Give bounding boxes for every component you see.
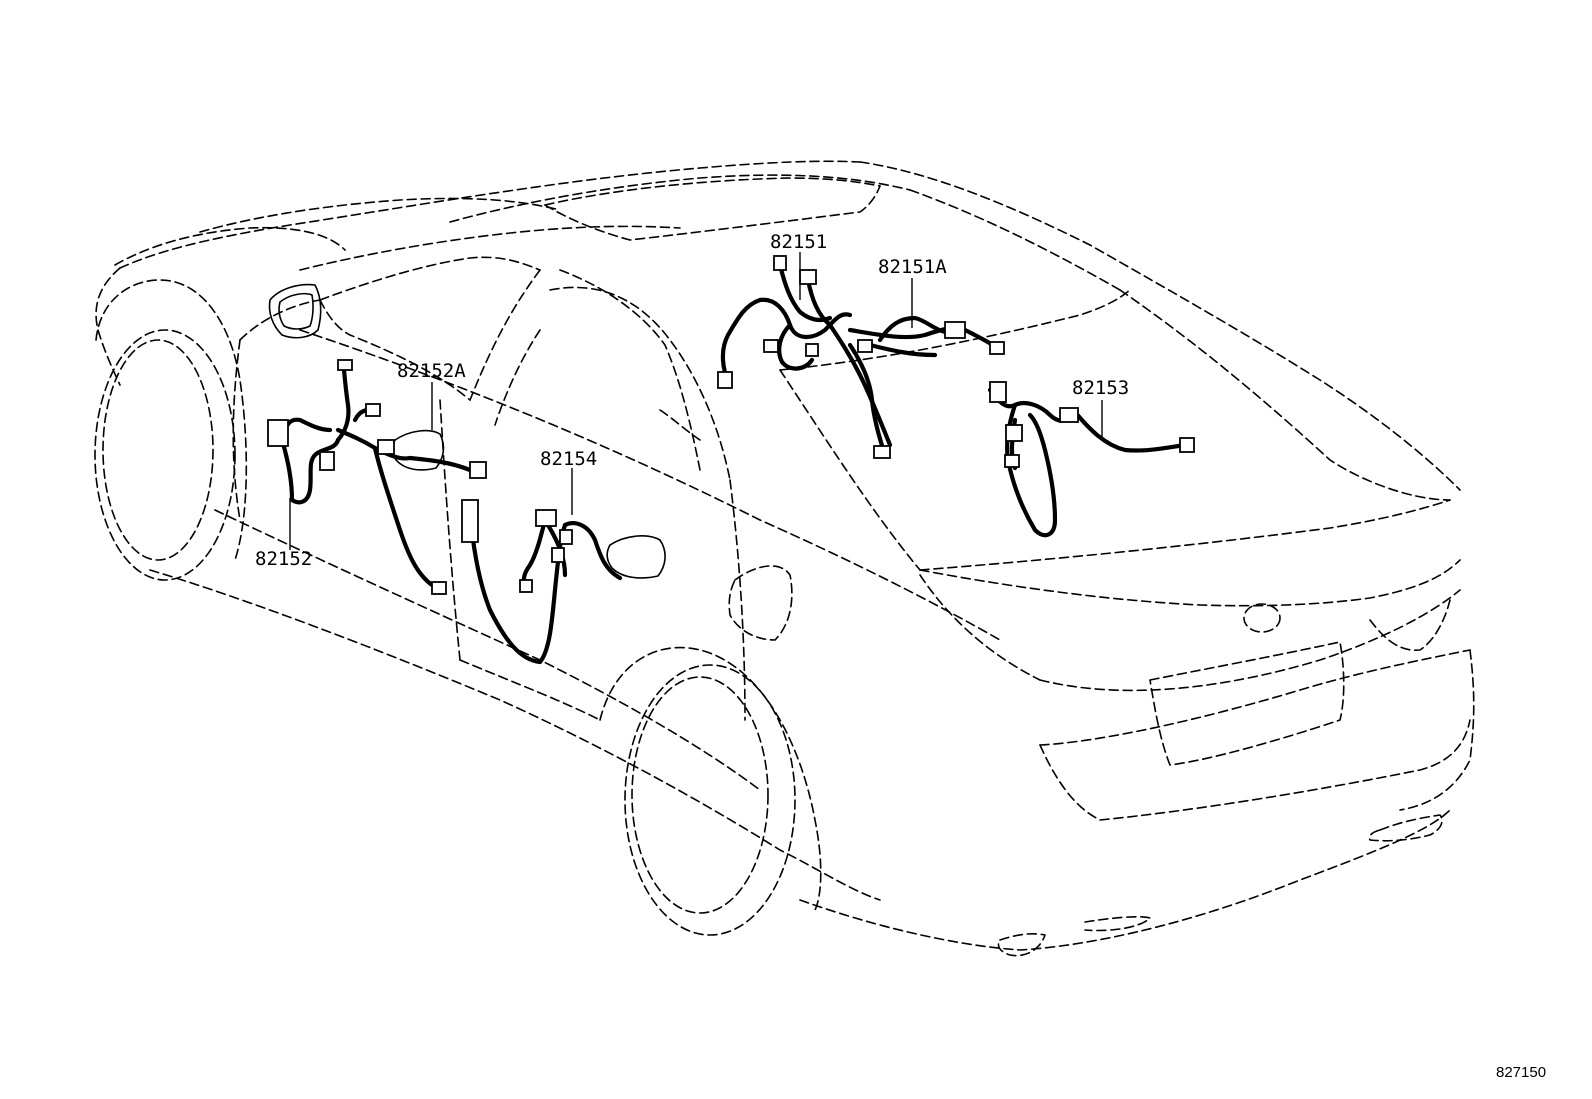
harness-82152 <box>267 359 487 595</box>
leader-lines <box>289 252 1103 550</box>
part-label-82153[interactable]: 82153 <box>1072 377 1129 399</box>
part-labels: 82151 82151A 82152A 82153 82154 82152 <box>255 231 1129 570</box>
harness-82153 <box>987 381 1195 538</box>
part-label-82151A[interactable]: 82151A <box>878 256 947 278</box>
car-body-outline <box>94 160 1475 957</box>
part-label-82154[interactable]: 82154 <box>540 448 597 470</box>
part-label-82151[interactable]: 82151 <box>770 231 827 253</box>
harness-82151 <box>717 255 893 459</box>
harness-82151A <box>847 315 1005 358</box>
part-label-82152A[interactable]: 82152A <box>397 360 466 382</box>
harness-82154 <box>461 499 623 665</box>
diagram-reference-number: 827150 <box>1496 1064 1546 1081</box>
part-label-82152[interactable]: 82152 <box>255 548 312 570</box>
